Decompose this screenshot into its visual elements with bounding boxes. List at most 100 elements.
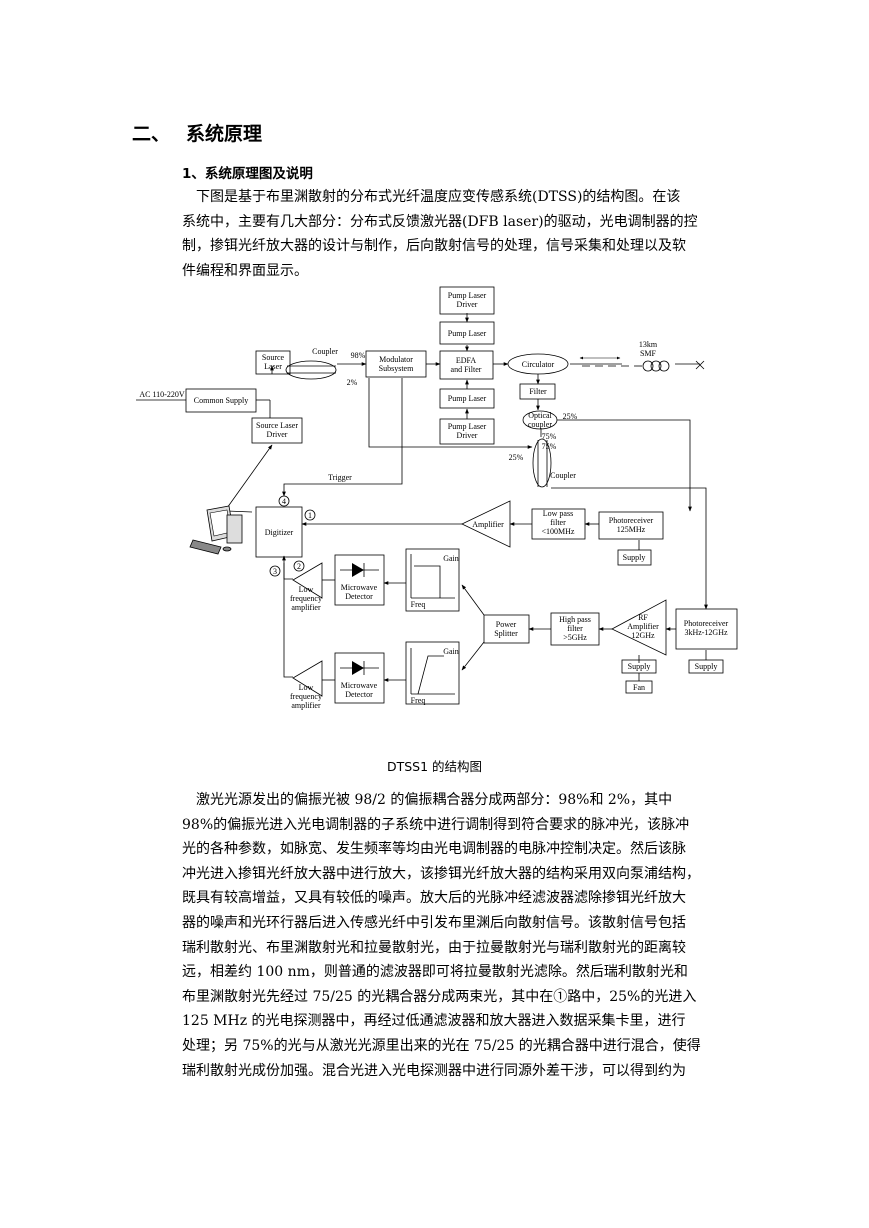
label-digitizer: Digitizer <box>265 528 294 537</box>
text-line: 件编程和界面显示。 <box>182 262 308 279</box>
label-freq-bottom: Freq <box>411 696 426 705</box>
lowpass-response-icon <box>410 554 455 599</box>
label-coupler: Coupler <box>312 347 338 356</box>
supply3-box <box>688 659 724 674</box>
text-line: 处理；另 75%的光与从激光光源里出来的光在 75/25 的光耦合器中进行混合，… <box>182 1037 701 1054</box>
label-gain-top: Gain <box>443 554 459 563</box>
label-common-supply: Common Supply <box>194 396 248 405</box>
label-pump-laser-top: Pump Laser <box>448 329 487 338</box>
label-75-a: 75% <box>542 432 557 441</box>
label-gain-bottom: Gain <box>443 647 459 656</box>
label-freq-top: Freq <box>411 600 426 609</box>
section-title: 系统原理 <box>186 123 263 145</box>
text-line: 下图是基于布里渊散射的分布式光纤温度应变传感系统(DTSS)的结构图。在该 <box>182 189 681 205</box>
figure-caption: DTSS1 的结构图 <box>386 759 483 774</box>
text-line: 瑞利散射光成份加强。混合光进入光电探测器中进行同源外差干涉，可以得到约为 <box>182 1062 686 1079</box>
section-number: 二、 <box>132 123 171 145</box>
label-trigger: Trigger <box>328 473 352 482</box>
diode-icon <box>340 563 379 577</box>
supply2-box <box>621 659 657 674</box>
source-laser-box <box>255 350 291 375</box>
digitizer-box <box>255 506 303 558</box>
connection-lines <box>136 313 708 682</box>
marker-circle-3 <box>269 565 281 577</box>
label-coupler-2: Coupler <box>550 471 576 480</box>
text-line: 远，相差约 100 nm，则普通的滤波器即可将拉曼散射光滤除。然后瑞利散射光和 <box>182 964 688 981</box>
computer-icon <box>189 505 243 555</box>
pump-driver-bottom-box <box>439 418 495 445</box>
lfa-top-triangle <box>292 562 323 599</box>
filter-box <box>519 383 556 400</box>
text-line: 光的各种参数，如脉宽、发生频率等均由光电调制器的电脉冲控制决定。然后该脉 <box>182 841 686 858</box>
text-line: 布里渊散射光先经过 75/25 的光耦合器分成两束光，其中在①路中，25%的光进… <box>182 988 697 1005</box>
common-supply-box <box>185 388 257 413</box>
text-line: 器的噪声和光环行器后进入传感光纤中引发布里渊后向散射信号。该散射信号包括 <box>182 914 686 931</box>
marker-circle-2 <box>293 560 305 572</box>
diagram-shapes <box>189 353 705 697</box>
amplifier-triangle <box>461 500 511 548</box>
label-circulator: Circulator <box>522 360 555 369</box>
optical-coupler-shape <box>522 410 558 430</box>
circulator-shape <box>507 353 569 375</box>
section-heading: 二、系统原理 <box>132 119 262 146</box>
label-25-b: 25% <box>509 453 524 462</box>
lfa-bottom-triangle <box>292 660 323 697</box>
fan-box <box>625 680 653 694</box>
label-filter: Filter <box>529 387 547 396</box>
mw-bottom-box <box>334 652 385 704</box>
marker-circle-1 <box>304 509 316 521</box>
fiber-end-x-icon <box>695 360 705 370</box>
label-75-b: 75% <box>542 442 557 451</box>
intro-paragraph: 下图是基于布里渊散射的分布式光纤温度应变传感系统(DTSS)的结构图。在该 系统… <box>182 185 698 283</box>
highpass-response-icon <box>410 648 455 695</box>
body-paragraph: 激光光源发出的偏振光被 98/2 的偏振耦合器分成两部分：98%和 2%，其中 … <box>182 788 701 1083</box>
gain-bottom-box <box>405 641 460 705</box>
pr2-box <box>675 608 738 650</box>
label-25-a: 25% <box>563 412 578 421</box>
text-line: 冲光进入掺铒光纤放大器中进行放大，该掺铒光纤放大器的结构采用双向泵浦结构， <box>182 865 700 882</box>
diode-icon <box>340 661 379 675</box>
supply1-box <box>617 549 652 566</box>
marker-circle-4 <box>278 495 290 507</box>
pr1-box <box>598 511 664 540</box>
hpf-box <box>550 612 600 646</box>
text-line: 系统中，主要有几大部分：分布式反馈激光器(DFB laser)的驱动，光电调制器… <box>182 213 698 230</box>
pump-laser-top-box <box>439 321 495 345</box>
text-line: 激光光源发出的偏振光被 98/2 的偏振耦合器分成两部分：98%和 2%，其中 <box>182 792 673 808</box>
rf-amplifier-triangle <box>611 599 667 656</box>
label-circ-1: 1 <box>308 511 312 520</box>
label-ac-input: AC 110-220V <box>139 390 184 399</box>
label-fan: Fan <box>633 683 645 692</box>
modulator-box <box>365 350 427 378</box>
subsection-heading: 1、系统原理图及说明 <box>182 166 313 182</box>
text-line: 制，掺铒光纤放大器的设计与制作，后向散射信号的处理，信号采集和处理以及软 <box>182 238 686 255</box>
diagram-boxes <box>185 286 738 705</box>
source-laser-driver-box <box>251 417 303 444</box>
label-circ-3: 3 <box>273 567 277 576</box>
pump-driver-top-box <box>439 286 495 315</box>
text-line: 125 MHz 的光电探测器中，再经过低通滤波器和放大器进入数据采集卡里，进行 <box>182 1013 686 1030</box>
pump-laser-bottom-box <box>439 388 495 409</box>
lpf-box <box>531 508 586 540</box>
label-98: 98% <box>351 351 366 360</box>
edfa-box <box>439 350 494 380</box>
label-circ-2: 2 <box>297 562 301 571</box>
